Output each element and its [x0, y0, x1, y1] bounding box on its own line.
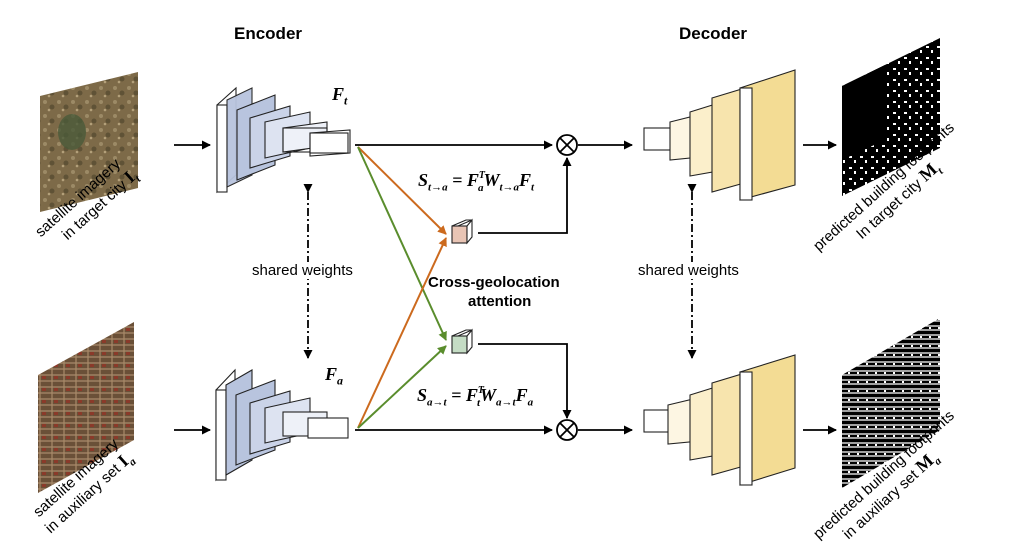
- attention-title-line1: Cross-geolocation: [428, 274, 560, 291]
- decoder-title: Decoder: [679, 24, 748, 43]
- arrow-ft-green: [357, 146, 447, 341]
- encoder-top: [216, 86, 351, 194]
- encoder-bottom: [215, 368, 349, 482]
- satellite-image-target-feature: [58, 114, 86, 150]
- attention-title-line2: attention: [468, 293, 532, 310]
- encoder-title: Encoder: [234, 24, 303, 43]
- shared-weights-label-right: shared weights: [638, 262, 739, 279]
- multiply-node-top: [556, 134, 578, 156]
- arrow-att-top-to-mult: [478, 157, 572, 234]
- equation-s-t-to-a: St→a = FTaWt→aFt: [418, 170, 535, 194]
- arrow-att-bottom-to-mult: [478, 343, 572, 419]
- shared-weights-label-left: shared weights: [252, 262, 353, 279]
- output-map-target-blank-region: [842, 65, 885, 160]
- satellite-image-auxiliary: [38, 322, 134, 493]
- arrow-fa-orange: [357, 237, 447, 429]
- attention-block-top: [451, 218, 473, 245]
- attention-block-bottom: [451, 328, 473, 355]
- feature-label-fa: Fa: [325, 364, 344, 388]
- arrow-ft-orange: [357, 146, 447, 235]
- equation-s-a-to-t: Sa→t = FTtWa→tFa: [417, 385, 534, 409]
- multiply-node-bottom: [556, 419, 578, 441]
- output-map-auxiliary: [842, 318, 940, 488]
- feature-label-ft: Ft: [332, 84, 348, 108]
- decoder-bottom: [643, 354, 796, 486]
- satellite-image-target: [40, 72, 138, 212]
- decoder-top: [643, 69, 796, 201]
- arrow-fa-green: [357, 345, 447, 429]
